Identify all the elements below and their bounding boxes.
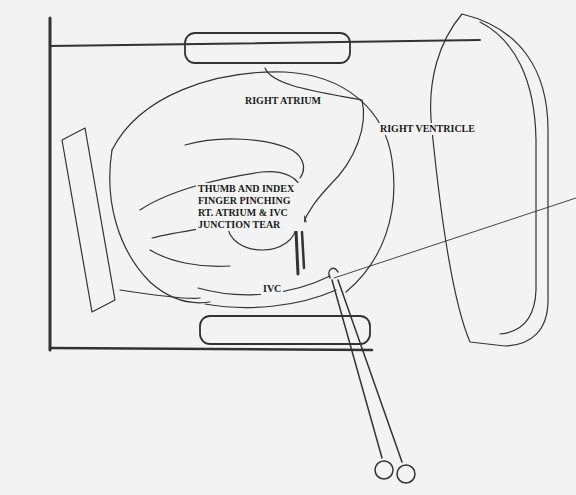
part-label: RIGHT ATRIUM [243,95,323,107]
frame-line [50,40,480,46]
heart-outline [110,150,210,303]
frame-line [50,348,372,350]
part-label: THUMB AND INDEX FINGER PINCHING RT. ATRI… [196,183,304,231]
ivc-vessel [120,290,200,299]
needle-holder [329,268,338,278]
frame-line [49,18,52,350]
retractor-blade [62,128,115,312]
needle-holder-ring [375,461,393,479]
hand-outline [150,250,230,266]
suture-line [334,198,576,278]
part-label: RIGHT VENTRICLE [378,123,477,135]
heart-outline [112,72,394,292]
hand-finger [185,139,304,178]
chest-wall [480,22,536,334]
needle-holder [338,280,402,462]
tear-mark [302,232,304,268]
ivc-vessel [198,276,330,295]
chest-wall [431,14,548,346]
retractor-blade [200,316,370,344]
needle-holder [332,280,382,458]
retractor-blade [185,33,350,63]
tear-mark [296,230,298,274]
needle-holder-ring [397,465,415,483]
part-label: IVC [261,283,283,295]
